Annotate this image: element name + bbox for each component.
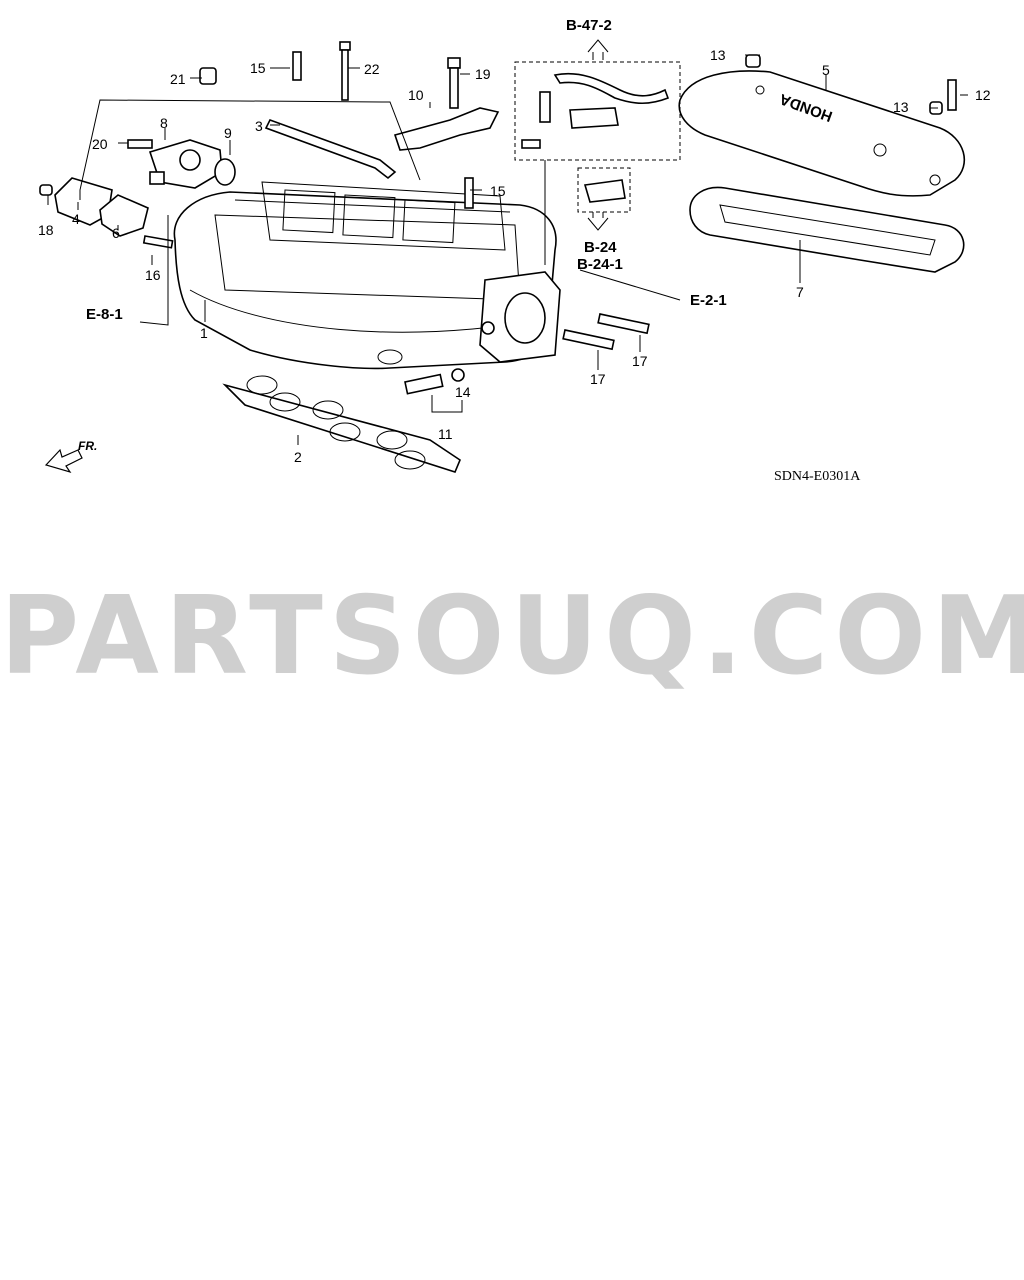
callout-17-right[interactable]: 17	[632, 353, 648, 369]
callout-22[interactable]: 22	[364, 61, 380, 77]
callout-4[interactable]: 4	[72, 211, 80, 227]
callout-19[interactable]: 19	[475, 66, 491, 82]
o-ring-seal	[214, 158, 236, 186]
actuator-valve	[148, 139, 223, 189]
ref-b24-1[interactable]: B-24-1	[577, 256, 623, 273]
callout-13-left[interactable]: 13	[710, 47, 726, 63]
callout-3[interactable]: 3	[255, 118, 263, 134]
arrow-to-b24	[587, 212, 609, 231]
hose-assembly-box	[514, 61, 681, 161]
diagram-code: SDN4-E0301A	[774, 469, 861, 484]
callout-10[interactable]: 10	[408, 87, 424, 103]
throttle-body-flange	[479, 271, 561, 363]
callout-6[interactable]: 6	[112, 225, 120, 241]
callout-18[interactable]: 18	[38, 222, 54, 238]
callout-9[interactable]: 9	[224, 125, 232, 141]
ref-b47-2[interactable]: B-47-2	[566, 17, 612, 34]
ref-e2-1[interactable]: E-2-1	[690, 292, 727, 309]
callout-13-right[interactable]: 13	[893, 99, 909, 115]
callout-17-left[interactable]: 17	[590, 371, 606, 387]
callout-12[interactable]: 12	[975, 87, 991, 103]
leader-lines	[47, 54, 968, 445]
callout-21[interactable]: 21	[170, 71, 186, 87]
callout-14[interactable]: 14	[455, 384, 471, 400]
reference-labels: B-47-2 B-24 B-24-1 E-8-1 E-2-1	[86, 17, 727, 323]
callout-1[interactable]: 1	[200, 325, 208, 341]
harness-bracket	[393, 107, 500, 151]
cover-gasket-7	[689, 186, 965, 273]
callout-5[interactable]: 5	[822, 62, 830, 78]
callout-2[interactable]: 2	[294, 449, 302, 465]
manifold-gasket	[222, 375, 461, 473]
ref-b24[interactable]: B-24	[584, 239, 617, 256]
callout-numbers: 1 2 3 4 5 6 7 8 9 10 11 12 13 13 14 15 1…	[38, 47, 991, 465]
vacuum-hose	[553, 72, 670, 105]
front-direction-label: FR.	[78, 439, 97, 453]
callout-20[interactable]: 20	[92, 136, 108, 152]
callout-15-top[interactable]: 15	[250, 60, 266, 76]
callout-8[interactable]: 8	[160, 115, 168, 131]
sensor-box	[577, 167, 631, 213]
callout-11[interactable]: 11	[438, 426, 453, 442]
fasteners	[39, 41, 957, 395]
ref-e8-1[interactable]: E-8-1	[86, 306, 123, 323]
front-direction-arrow: FR.	[44, 439, 97, 474]
callout-7[interactable]: 7	[796, 284, 804, 300]
cover-gasket	[99, 194, 149, 237]
callout-15-mid[interactable]: 15	[490, 183, 506, 199]
engine-cover: HONDA	[678, 70, 966, 197]
rod-bracket	[264, 119, 397, 180]
arrow-to-b47-2	[587, 39, 609, 60]
callout-16[interactable]: 16	[145, 267, 161, 283]
watermark: PARTSOUQ.COM	[0, 574, 1024, 699]
